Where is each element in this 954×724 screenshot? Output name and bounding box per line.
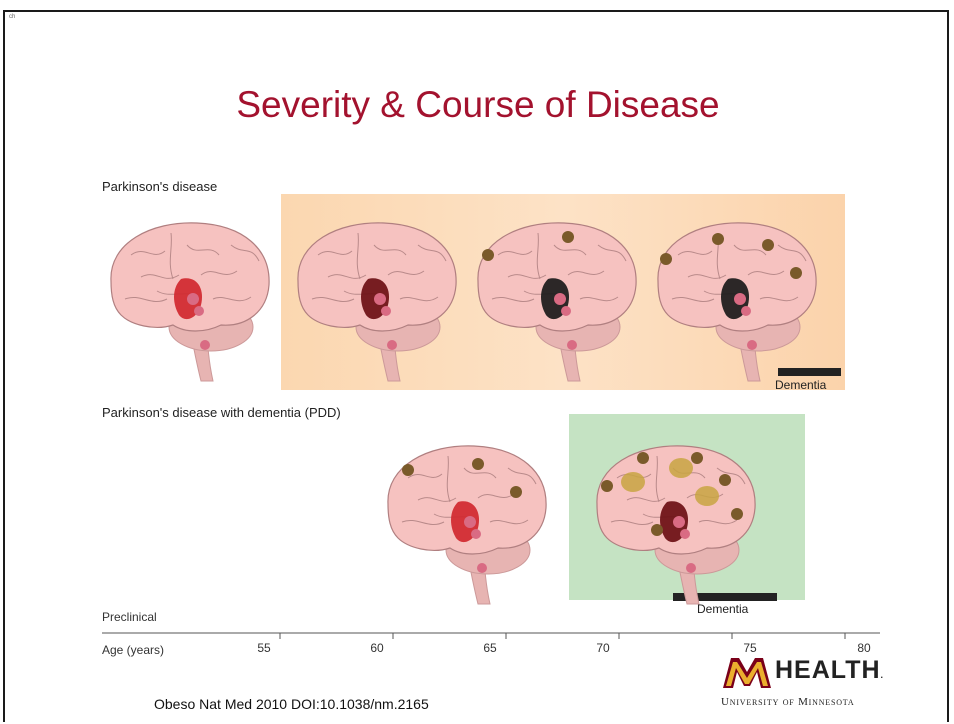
- umn-m-icon: [723, 658, 771, 688]
- slide: ch Severity & Course of Disease Parkinso…: [3, 10, 949, 722]
- logo-health-text: HEALTH: [775, 656, 881, 684]
- preclinical-label: Preclinical: [102, 610, 157, 624]
- tick-label-65: 65: [483, 641, 496, 655]
- tick-label-60: 60: [370, 641, 383, 655]
- logo-university-text: University of Minnesota: [721, 696, 854, 708]
- logo-trademark: .: [881, 670, 885, 680]
- axis-title: Age (years): [102, 643, 164, 657]
- umn-health-logo: HEALTH. University of Minnesota: [687, 652, 911, 722]
- tick-label-55: 55: [257, 641, 270, 655]
- tick-label-70: 70: [596, 641, 609, 655]
- citation: Obeso Nat Med 2010 DOI:10.1038/nm.2165: [154, 696, 429, 712]
